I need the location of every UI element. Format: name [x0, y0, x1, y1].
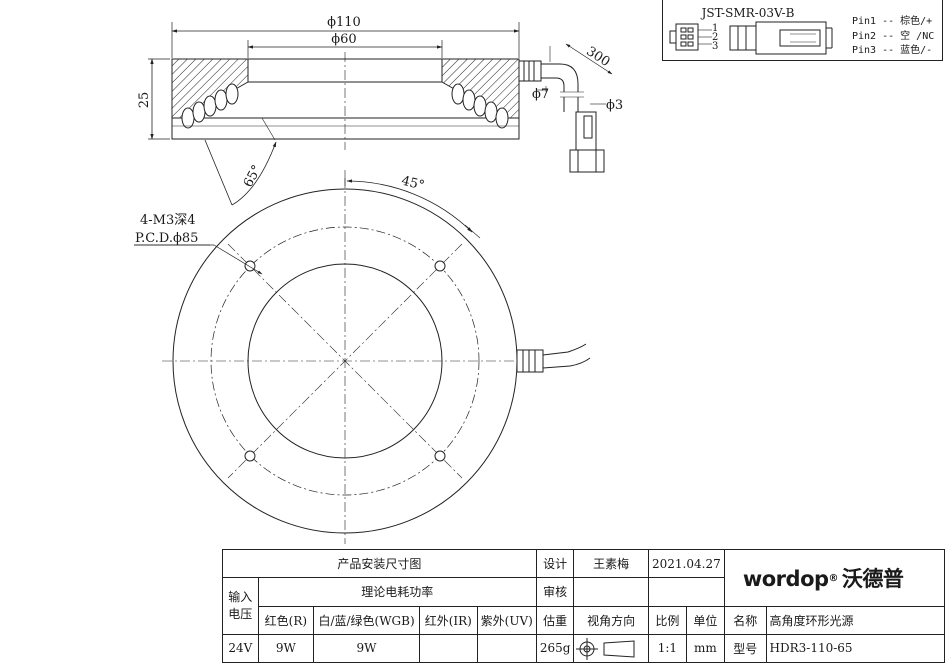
connector-model-label: JST-SMR-03V-B — [700, 6, 795, 20]
scale-value: 1:1 — [647, 633, 687, 664]
pin2-label: Pin2 -- 空 /NC — [852, 31, 935, 42]
connector-icon — [669, 21, 833, 55]
model-value: HDR3-110-65 — [765, 633, 945, 664]
pin3-label: Pin3 -- 蓝色/- — [852, 45, 933, 56]
thread-label: 4-M3深4 — [140, 213, 196, 228]
power-label: 理论电耗功率 — [257, 577, 537, 607]
col-uv: 紫外(UV) — [476, 605, 537, 635]
date-value: 2021.04.27 — [647, 548, 725, 579]
connector-box — [662, 0, 943, 61]
col-wgb: 白/蓝/绿色(WGB) — [313, 605, 420, 635]
logo-cell: wordop® 沃德普 — [723, 549, 945, 607]
height-label: 25 — [137, 92, 152, 109]
title-block: 产品安装尺寸图 设计 王素梅 2021.04.27 wordop® 沃德普 输入… — [222, 548, 945, 664]
designer-value: 王素梅 — [573, 548, 649, 579]
weight-value: 265g — [535, 633, 575, 664]
power-wgb-value: 9W — [313, 633, 420, 664]
front-view — [134, 170, 591, 544]
weight-label: 估重 — [535, 605, 575, 635]
name-value: 高角度环形光源 — [765, 605, 945, 635]
pin-number-2: 2 — [712, 32, 718, 43]
angle-65-label: 65° — [241, 163, 265, 190]
model-label: 型号 — [723, 633, 767, 664]
pin1-label: Pin1 -- 棕色/+ — [852, 16, 933, 27]
unit-value: mm — [685, 633, 725, 664]
input-voltage-label: 输入电压 — [222, 577, 259, 635]
unit-label: 单位 — [685, 605, 725, 635]
view-direction-cell — [573, 633, 649, 664]
col-red: 红色(R) — [257, 605, 315, 635]
review-label: 审核 — [535, 577, 575, 607]
drawing-name-cell: 产品安装尺寸图 — [222, 548, 537, 579]
pin-number-3: 3 — [712, 41, 718, 52]
power-red-value: 9W — [257, 633, 315, 664]
side-view — [148, 22, 613, 206]
scale-label: 比例 — [647, 605, 687, 635]
pin-number-1: 1 — [712, 23, 718, 34]
angle-45-label: 45° — [400, 174, 426, 194]
view-direction-label: 视角方向 — [573, 605, 649, 635]
col-ir: 红外(IR) — [418, 605, 478, 635]
wire-diameter-label: ϕ3 — [606, 98, 623, 113]
design-label: 设计 — [535, 548, 575, 579]
cable-length-label: 300 — [583, 44, 612, 70]
voltage-value: 24V — [222, 633, 259, 664]
name-label: 名称 — [723, 605, 767, 635]
wordop-logo-cn: 沃德普 — [841, 566, 904, 591]
pcd-label: P.C.D.ϕ85 — [135, 231, 198, 246]
cable-diameter-label: ϕ7 — [532, 87, 549, 102]
power-uv-value — [476, 633, 537, 664]
wordop-logo: wordop — [742, 566, 829, 591]
power-ir-value — [418, 633, 478, 664]
outer-diameter-label: ϕ110 — [327, 15, 361, 30]
inner-diameter-label: ϕ60 — [331, 32, 356, 47]
